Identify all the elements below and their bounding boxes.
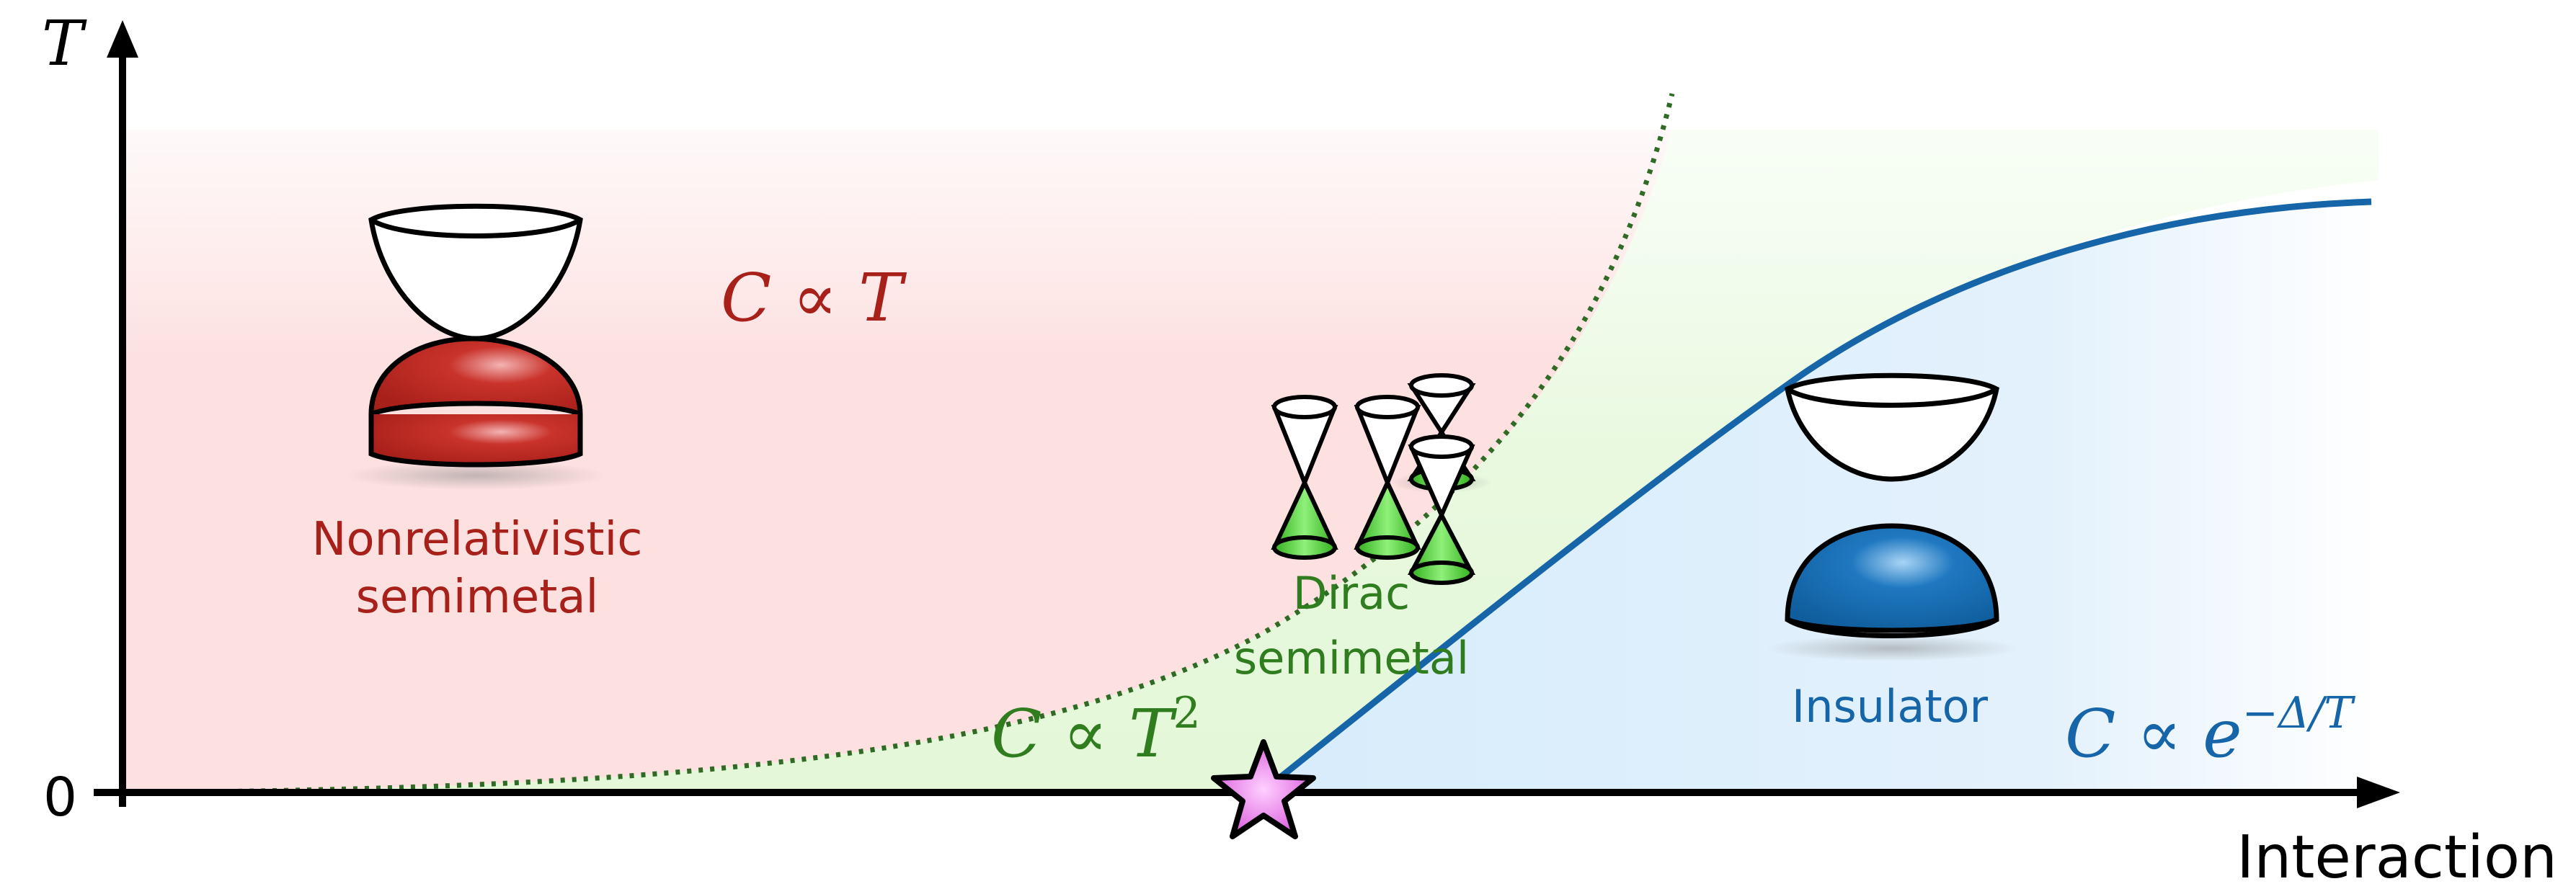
- insulator-label: Insulator: [1792, 680, 1989, 733]
- y-axis-label: T: [42, 8, 87, 80]
- nonrelativistic-label-line1: Nonrelativistic: [312, 513, 643, 566]
- nonrelativistic-heat-capacity: C ∝ T: [721, 259, 907, 336]
- dirac-heat-capacity: C ∝ T2: [991, 688, 1201, 772]
- x-axis-label: Interaction: [2237, 823, 2557, 889]
- dirac-label-line1: Dirac: [1293, 567, 1411, 620]
- nonrelativistic-label-line2: semimetal: [356, 571, 599, 624]
- insulator-heat-capacity-base: C ∝ e: [2065, 695, 2242, 772]
- y-axis-arrow-icon: [107, 20, 138, 58]
- dirac-heat-capacity-exp: 2: [1173, 688, 1201, 738]
- x-axis-arrow-icon: [2357, 777, 2400, 808]
- insulator-heat-capacity-exp: −Δ/T: [2242, 688, 2356, 738]
- dirac-heat-capacity-base: C ∝ T: [991, 695, 1177, 772]
- dirac-label-line2: semimetal: [1234, 632, 1469, 684]
- origin-label: 0: [43, 767, 77, 828]
